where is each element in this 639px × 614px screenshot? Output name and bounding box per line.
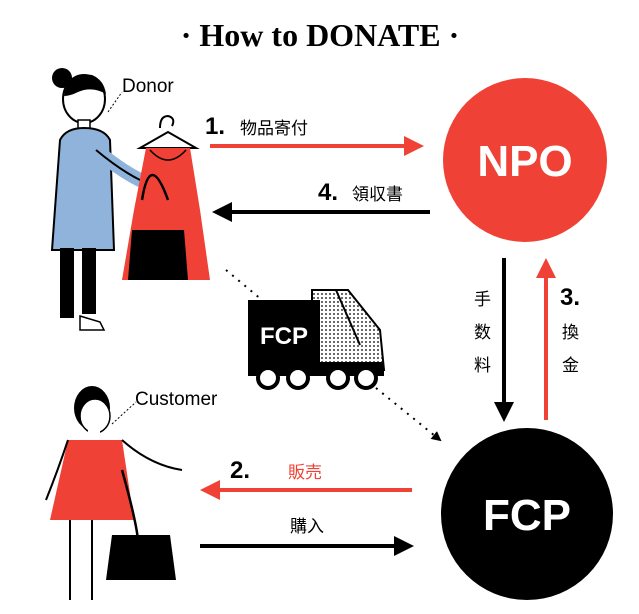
cashout-char-2: 金 xyxy=(562,356,579,376)
fee-char-3: 料 xyxy=(474,356,491,376)
dotted-arrow-truck-fcp xyxy=(375,387,442,442)
step-4-text: 領収書 xyxy=(352,185,403,205)
cashout-char-1: 換 xyxy=(562,323,579,343)
customer-label: Customer xyxy=(135,389,218,410)
step-1-text: 物品寄付 xyxy=(240,119,308,139)
purchase-text: 購入 xyxy=(290,517,324,537)
dotted-path-donor-truck xyxy=(225,269,263,301)
fee-char-2: 数 xyxy=(474,323,491,343)
step-1-number: 1. xyxy=(205,113,225,140)
page-title: · How to DONATE · xyxy=(181,17,460,53)
donor-figure xyxy=(50,68,147,331)
donor-label: Donor xyxy=(122,76,174,97)
fcp-label: FCP xyxy=(483,491,571,540)
truck-icon xyxy=(248,289,386,390)
fee-char-1: 手 xyxy=(474,290,491,310)
step-3-number: 3. xyxy=(560,284,580,311)
step-4-number: 4. xyxy=(318,179,338,206)
dress-hanger-icon xyxy=(122,114,210,280)
customer-figure xyxy=(45,386,183,600)
npo-label: NPO xyxy=(477,137,572,186)
step-2-text: 販売 xyxy=(288,463,322,483)
step-2-number: 2. xyxy=(230,457,250,484)
truck-label: FCP xyxy=(260,323,308,350)
fcp-node xyxy=(441,428,613,600)
npo-node xyxy=(443,78,607,242)
